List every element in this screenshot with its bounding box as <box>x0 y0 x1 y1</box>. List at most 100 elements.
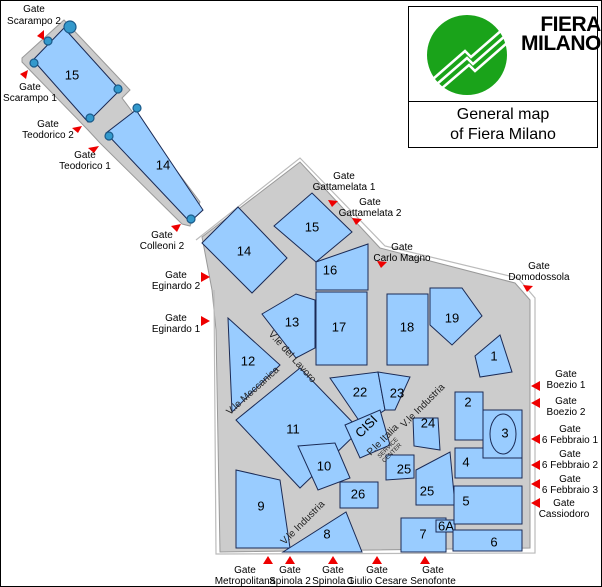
hall-8-label: 8 <box>323 526 330 541</box>
title-divider <box>409 101 597 102</box>
gate-arrow-icon <box>531 434 540 444</box>
gate-spinola-2[interactable]: Gate Spinola 2 <box>269 556 311 587</box>
hall-7[interactable]: 7 <box>400 517 447 553</box>
svg-text:Metropolitana: Metropolitana <box>215 576 276 587</box>
hall-17[interactable]: 15 <box>273 192 353 263</box>
hall-6-label: 6 <box>490 534 497 549</box>
gate-carlo-magno[interactable]: Gate Carlo Magno <box>373 242 431 268</box>
hall-24[interactable]: 24 <box>412 415 441 451</box>
hall-7-label: 7 <box>419 526 426 541</box>
hall-3[interactable]: 3 <box>482 409 523 459</box>
gate-gattamelata-2[interactable]: Gate Gattamelata 2 <box>339 197 402 225</box>
svg-text:Spinola 1: Spinola 1 <box>312 576 354 587</box>
hall-17-label: 15 <box>305 219 319 234</box>
svg-text:Gate: Gate <box>279 565 301 576</box>
hall-1[interactable]: 1 <box>474 334 513 378</box>
svg-text:Gate: Gate <box>359 197 381 208</box>
gate-arrow-icon <box>523 285 533 292</box>
gate-domodossola[interactable]: Gate Domodossola <box>508 261 570 292</box>
hall-2[interactable]: 2 <box>454 391 484 441</box>
svg-text:Eginardo 1: Eginardo 1 <box>152 324 201 335</box>
hall-10[interactable]: 10 <box>297 442 351 491</box>
gate-arrow-icon <box>328 200 338 207</box>
hall-19-label: 17 <box>332 319 346 334</box>
hall-25-upper-label: 25 <box>397 461 411 476</box>
svg-text:Gattamelata 2: Gattamelata 2 <box>339 208 402 219</box>
hall-19[interactable]: 17 <box>315 291 368 366</box>
gate-boezio-2[interactable]: Gate Boezio 2 <box>531 396 586 418</box>
hall-25[interactable]: 25 <box>415 451 456 506</box>
map-title: General map of Fiera Milano <box>409 105 597 145</box>
svg-text:6 Febbraio 3: 6 Febbraio 3 <box>542 485 599 496</box>
gate-gattamelata-1[interactable]: Gate Gattamelata 1 <box>313 171 376 207</box>
gate-arrow-icon <box>263 556 273 564</box>
gate-eginardo-2[interactable]: Gate Eginardo 2 <box>152 270 210 292</box>
hall-24-label: 24 <box>421 415 435 430</box>
hall-12[interactable]: 12 <box>227 316 281 414</box>
gate-metropolitana[interactable]: Gate Metropolitana <box>215 556 276 587</box>
gate-arrow-icon <box>531 398 540 408</box>
gate-cassiodoro[interactable]: Gate Cassiodoro <box>531 498 590 520</box>
gate-arrow-icon <box>328 556 338 564</box>
svg-text:6 Febbraio 2: 6 Febbraio 2 <box>542 460 599 471</box>
gate-arrow-icon <box>201 272 210 282</box>
gate-arrow-icon <box>531 498 540 508</box>
svg-text:Gate: Gate <box>37 119 59 130</box>
gate-boezio-1[interactable]: Gate Boezio 1 <box>531 369 586 391</box>
gate-arrow-icon <box>20 70 28 79</box>
hall-23[interactable]: 23 <box>377 371 411 411</box>
hall-21-label: 19 <box>445 310 459 325</box>
gate-arrow-icon <box>88 146 99 153</box>
hall-20-label: 18 <box>400 319 414 334</box>
svg-text:Boezio 2: Boezio 2 <box>547 407 586 418</box>
hall-6[interactable]: 6 <box>452 529 523 552</box>
hall-2-label: 2 <box>464 394 471 409</box>
hall-18[interactable]: 16 <box>315 243 369 291</box>
hall-13[interactable]: 13 <box>261 293 316 359</box>
hall-6A[interactable]: 6A <box>435 518 456 533</box>
gate-spinola-1[interactable]: Gate Spinola 1 <box>312 556 354 587</box>
svg-text:Gate: Gate <box>391 242 413 253</box>
svg-text:Gate: Gate <box>19 82 41 93</box>
hall-1-label: 1 <box>490 348 497 363</box>
hall-21[interactable]: 19 <box>429 287 483 346</box>
hall-15[interactable]: 14 <box>105 109 204 223</box>
gate-senofonte[interactable]: Gate Senofonte <box>410 556 456 587</box>
hall-10-label: 10 <box>317 458 331 473</box>
gate-arrow-icon <box>420 556 430 564</box>
svg-text:Scarampo 1: Scarampo 1 <box>3 93 57 104</box>
hall-25-upper[interactable]: 25 <box>385 454 415 481</box>
hall-3-arena <box>489 413 517 455</box>
gate-scarampo-1[interactable]: Gate Scarampo 1 <box>3 70 57 104</box>
dot-icon <box>132 103 142 113</box>
gate-colleoni-2[interactable]: Gate Colleoni 2 <box>140 224 185 252</box>
gate-teodorico-1[interactable]: Gate Teodorico 1 <box>59 146 111 172</box>
svg-text:Gate: Gate <box>165 313 187 324</box>
dot-icon <box>43 36 53 46</box>
gate-giulio-cesare[interactable]: Gate Giulio Cesare <box>347 556 408 587</box>
hall-4-label: 4 <box>462 454 469 469</box>
gate-6-febbraio-3[interactable]: Gate 6 Febbraio 3 <box>531 474 599 496</box>
svg-text:Gate: Gate <box>555 369 577 380</box>
svg-text:Senofonte: Senofonte <box>410 576 456 587</box>
hall-8[interactable]: 8 <box>281 511 363 553</box>
hall-6A-label: 6A <box>438 518 454 533</box>
gate-6-febbraio-1[interactable]: Gate 6 Febbraio 1 <box>531 424 599 446</box>
svg-text:Gate: Gate <box>528 261 550 272</box>
gate-scarampo-2[interactable]: Gate Scarampo 2 <box>7 4 61 40</box>
hall-5[interactable]: 5 <box>453 485 523 525</box>
hall-14-label: 14 <box>237 243 251 258</box>
hall-26[interactable]: 26 <box>339 481 379 509</box>
hall-14[interactable]: 14 <box>201 206 288 294</box>
gate-eginardo-1[interactable]: Gate Eginardo 1 <box>152 313 210 335</box>
dot-icon <box>104 131 114 141</box>
hall-20[interactable]: 18 <box>386 293 429 366</box>
gate-6-febbraio-2[interactable]: Gate 6 Febbraio 2 <box>531 449 599 471</box>
brand-line1: FIERA <box>540 13 601 36</box>
svg-text:Colleoni 2: Colleoni 2 <box>140 241 185 252</box>
gate-teodorico-2[interactable]: Gate Teodorico 2 <box>22 119 82 141</box>
dot-icon <box>85 113 95 123</box>
svg-text:Eginardo 2: Eginardo 2 <box>152 281 201 292</box>
svg-text:Giulio Cesare: Giulio Cesare <box>347 576 408 587</box>
hall-15-label: 14 <box>156 157 170 172</box>
